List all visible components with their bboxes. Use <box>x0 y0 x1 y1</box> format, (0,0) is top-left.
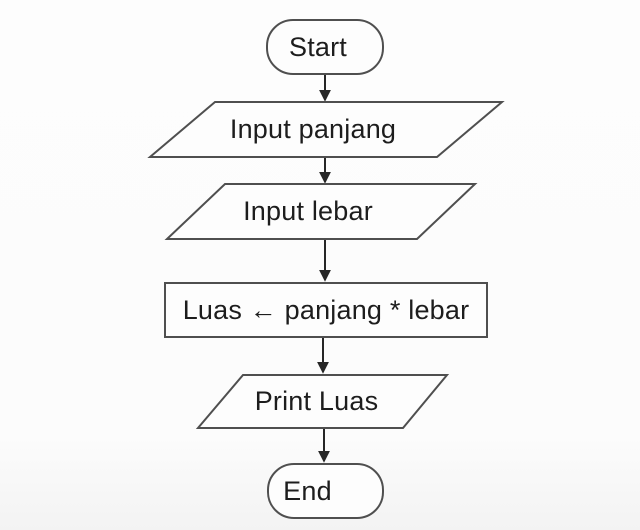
start-terminator-shape <box>266 19 384 75</box>
end-terminator-shape <box>267 463 384 519</box>
input-panjang-parallelogram-shape <box>147 101 505 158</box>
process-luas-rectangle-shape <box>164 282 488 338</box>
print-luas-parallelogram-shape <box>195 374 450 429</box>
input-lebar-parallelogram-shape <box>164 183 478 240</box>
